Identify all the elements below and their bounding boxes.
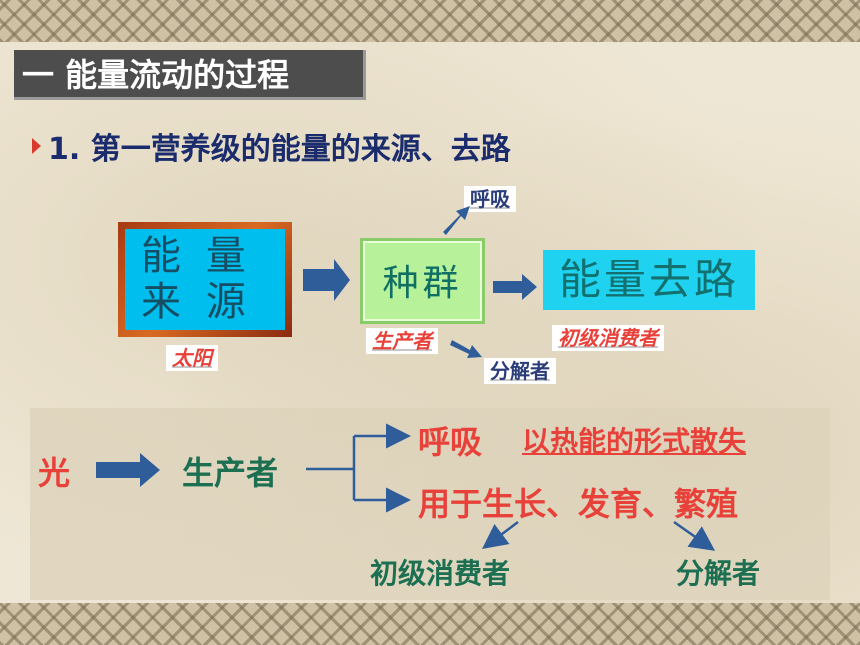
energy-fate-box: 能量去路: [543, 250, 755, 310]
growth-branch-label: 用于生长、发育、繁殖: [418, 485, 739, 523]
block-arrow-source-to-population: [303, 259, 350, 301]
arrow-to-decomposer-bottom: [673, 520, 716, 551]
primary-consumer-label: 初级消费者: [370, 557, 511, 590]
decorative-border-bottom: [0, 603, 860, 645]
arrow-to-respiration: [443, 206, 470, 235]
energy-source-line1: 能 量: [141, 233, 252, 279]
decomposer-branch-label: 分解者: [676, 557, 761, 590]
respiration-branch-label: 呼吸: [418, 423, 483, 461]
producer-caption: 生产者: [366, 328, 438, 354]
energy-source-line2: 来 源: [141, 279, 252, 325]
decomposer-label: 分解者: [484, 358, 556, 384]
light-label: 光: [38, 454, 71, 492]
heat-loss-label: 以热能的形式散失: [522, 425, 747, 458]
arrow-to-decomposer: [450, 340, 482, 358]
bullet-arrow-icon: [32, 138, 41, 154]
section-title: 一 能量流动的过程: [14, 50, 366, 100]
producer-label: 生产者: [182, 454, 279, 492]
subtitle: 1. 第一营养级的能量的来源、去路: [48, 132, 511, 167]
decorative-border-top: [0, 0, 860, 42]
block-arrow-population-to-fate: [493, 274, 537, 300]
energy-source-text: 能 量 来 源: [125, 229, 285, 330]
arrow-to-primary-consumer: [482, 521, 519, 549]
sun-caption: 太阳: [166, 345, 218, 371]
energy-flow-panel: [30, 408, 830, 600]
block-arrow-light-to-producer: [96, 453, 160, 487]
population-box: 种群: [360, 238, 485, 324]
energy-source-box: 能 量 来 源: [118, 222, 292, 337]
primary-consumer-caption: 初级消费者: [552, 325, 664, 351]
respiration-label: 呼吸: [464, 186, 516, 212]
